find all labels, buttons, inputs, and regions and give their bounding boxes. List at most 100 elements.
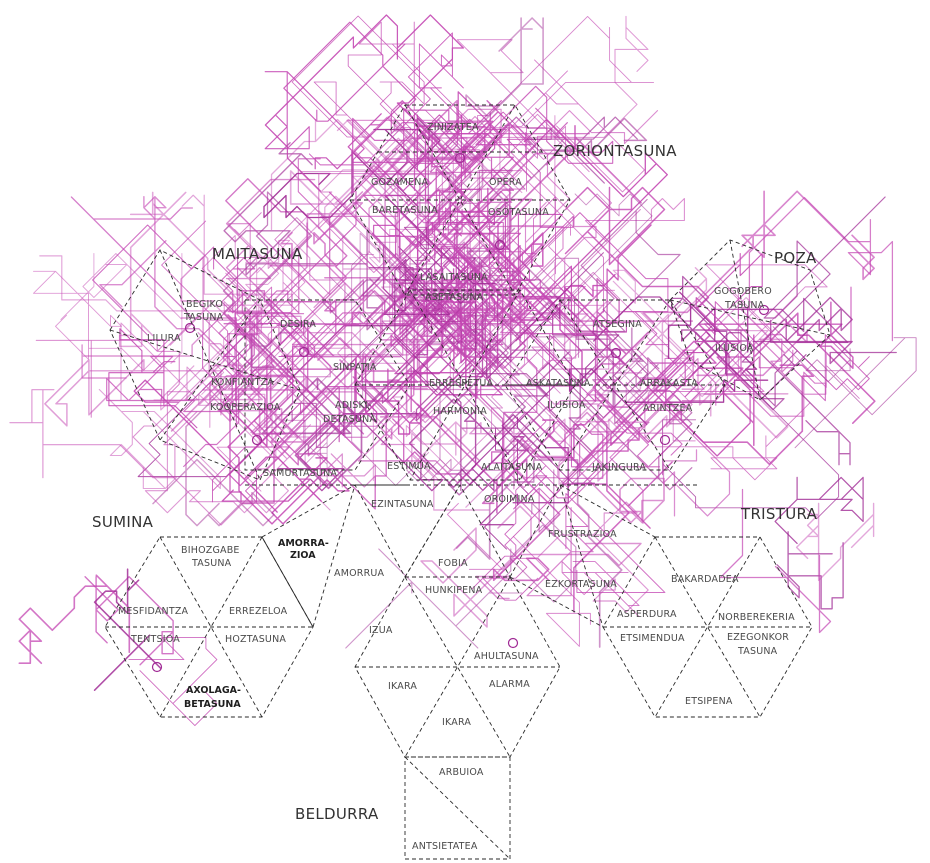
group-label-maitasuna: MAITASUNA — [212, 245, 303, 263]
walk-node-circle — [251, 434, 263, 446]
emotion-label-begiko: BEGIKO — [186, 299, 223, 310]
random-walk-path — [477, 15, 655, 160]
emotion-label-arintzea: ARINTZEA — [643, 403, 693, 414]
random-walk-path — [264, 14, 476, 192]
emotion-label-baretasuna: BARETASUNA — [372, 205, 438, 216]
emotion-label-arbuioa: ARBUIOA — [439, 767, 484, 778]
random-walk-path — [706, 332, 851, 466]
random-walk-path — [181, 194, 293, 361]
emotion-label-bihozgabe: BIHOZGABE — [181, 545, 240, 556]
emotion-label-fobia: FOBIA — [438, 558, 468, 569]
random-walk-path — [33, 270, 199, 371]
random-walk-path — [106, 355, 240, 468]
emotion-label-kooperazioa: KOOPERAZIOA — [210, 402, 281, 413]
random-walk-path — [609, 346, 765, 525]
random-walk-path — [60, 253, 183, 364]
emotion-label-harmonia: HARMONIA — [433, 406, 487, 417]
emotion-label-amorra: AMORRA- — [278, 538, 329, 549]
emotion-label-detasuna: DETASUNA — [323, 414, 376, 425]
random-walk-path — [308, 32, 486, 166]
emotion-label-ilusioa-right: ILUSIOA — [715, 343, 754, 354]
random-walk-path — [480, 212, 669, 346]
random-walk-path — [419, 115, 597, 316]
random-walk-path — [170, 375, 327, 443]
emotion-label-asetasuna: ASETASUNA — [425, 292, 484, 303]
random-walk-path — [672, 264, 828, 442]
random-walk-path — [737, 196, 894, 342]
random-walk-path — [99, 195, 244, 374]
random-walk-path — [644, 391, 811, 481]
random-walk-path — [39, 255, 272, 411]
random-walk-path — [564, 186, 721, 332]
random-walk-path — [446, 502, 591, 647]
emotion-label-osotasuna: OSOTASUNA — [488, 207, 549, 218]
random-walk-path — [18, 574, 131, 665]
random-walk-path — [223, 190, 434, 358]
emotion-label-gogobero: GOGOBERO — [714, 286, 772, 297]
group-label-sumina: SUMINA — [92, 513, 154, 531]
emotion-label-ilusioa-mid: ILUSIOA — [547, 400, 586, 411]
random-walk-path — [228, 308, 428, 487]
random-walk-path — [118, 191, 264, 348]
random-walk-path — [681, 301, 870, 402]
random-walk-path — [237, 258, 360, 403]
emotion-label-hunkipena: HUNKIPENA — [425, 585, 483, 596]
random-walk-path — [263, 117, 496, 285]
random-walk-path — [81, 256, 215, 379]
emotion-label-oroimina: OROIMINA — [484, 494, 535, 505]
random-walk-path — [475, 542, 642, 600]
random-walk-path — [345, 548, 523, 649]
random-walk-path — [682, 338, 827, 417]
random-walk-path — [643, 312, 876, 446]
random-walk-path — [144, 391, 311, 514]
random-walk-path — [306, 136, 463, 248]
random-walk-path — [471, 467, 561, 601]
emotion-label-mesfidantza: MESFIDANTZA — [118, 606, 189, 617]
random-walk-path — [479, 414, 569, 526]
random-walk-path — [593, 296, 749, 375]
random-walk-path — [291, 15, 425, 149]
random-walk-path — [223, 311, 412, 413]
random-walk-path — [137, 267, 414, 478]
random-walk-path — [108, 328, 198, 429]
random-walk-path — [212, 347, 356, 503]
random-walk-path — [776, 531, 844, 610]
random-walk-path — [201, 228, 291, 395]
emotion-label-atsegina: ATSEGINA — [593, 319, 642, 330]
random-walk-path — [241, 191, 419, 435]
random-walk-path — [379, 211, 535, 356]
emotion-label-frustrazioa: FRUSTRAZIOA — [548, 529, 617, 540]
random-walk-path — [772, 326, 917, 449]
random-walk-path — [438, 301, 672, 468]
random-walk-path — [132, 348, 310, 526]
random-walk-path — [371, 232, 484, 422]
emotion-label-opera: OPERA — [489, 177, 522, 188]
emotion-label-desira: DESIRA — [280, 319, 316, 330]
random-walk-path — [161, 220, 284, 376]
random-walk-path — [595, 224, 751, 457]
random-walk-path — [93, 568, 162, 691]
random-walk-path — [84, 575, 174, 666]
emotion-label-bakardadea: BAKARDADEA — [671, 574, 739, 585]
random-walk-path — [719, 488, 832, 634]
random-walk-path — [434, 190, 524, 313]
emotion-label-alaitasuna: ALAITASUNA — [481, 462, 543, 473]
emotion-label-gozamena: GOZAMENA — [371, 177, 429, 188]
random-walk-path — [585, 372, 731, 517]
emotion-label-bihozgabe-tasuna: TASUNA — [191, 558, 232, 569]
random-walk-path — [92, 224, 248, 402]
emotion-label-adiski: ADISKI- — [335, 400, 372, 411]
random-walk-path — [293, 226, 438, 448]
random-walk-path — [465, 184, 644, 363]
random-walk-path — [399, 232, 555, 487]
random-walk-path — [504, 271, 693, 416]
random-walk-path — [289, 137, 589, 326]
random-walk-path — [481, 458, 561, 582]
emotion-label-gogobero-tasuna: TASUNA — [724, 300, 765, 311]
emotion-label-konfiantza: KONFIANTZA — [211, 377, 274, 388]
random-walk-path — [447, 351, 614, 496]
emotion-label-alarma: ALARMA — [489, 679, 530, 690]
random-walk-path — [209, 321, 387, 510]
emotion-label-askatasuna: ASKATASUNA — [526, 378, 591, 389]
